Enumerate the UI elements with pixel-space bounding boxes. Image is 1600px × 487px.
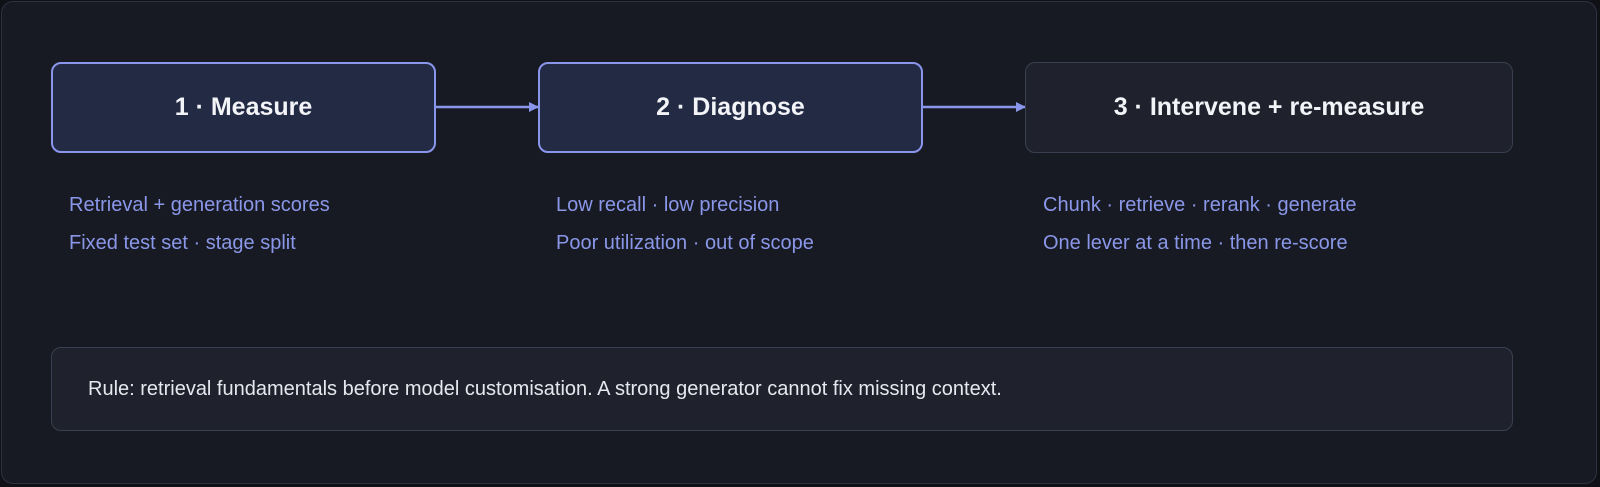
stage-diagnose-box: 2 · Diagnose	[538, 62, 923, 153]
stage-intervene-box: 3 · Intervene + re-measure	[1025, 62, 1513, 153]
stage-measure-note: Retrieval + generation scores	[69, 194, 330, 216]
stage-diagnose-note: Poor utilization · out of scope	[556, 232, 814, 254]
stage-intervene-note: Chunk · retrieve · rerank · generate	[1043, 194, 1357, 216]
stage-measure-note: Fixed test set · stage split	[69, 232, 296, 254]
stage-measure-title: 1 · Measure	[174, 93, 313, 121]
rule-callout: Rule: retrieval fundamentals before mode…	[51, 347, 1513, 431]
stage-diagnose-title: 2 · Diagnose	[656, 93, 805, 121]
stage-intervene-title: 3 · Intervene + re-measure	[1113, 93, 1425, 121]
rule-text: Rule: retrieval fundamentals before mode…	[88, 377, 1002, 400]
stage-diagnose-notes: Low recall · low precision Poor utilizat…	[556, 186, 814, 262]
stage-intervene-notes: Chunk · retrieve · rerank · generate One…	[1043, 186, 1356, 262]
stage-measure-box: 1 · Measure	[51, 62, 436, 153]
stage-measure-notes: Retrieval + generation scores Fixed test…	[69, 186, 330, 262]
stage-diagnose-note: Low recall · low precision	[556, 194, 780, 216]
stage-intervene-note: One lever at a time · then re-score	[1043, 232, 1348, 254]
